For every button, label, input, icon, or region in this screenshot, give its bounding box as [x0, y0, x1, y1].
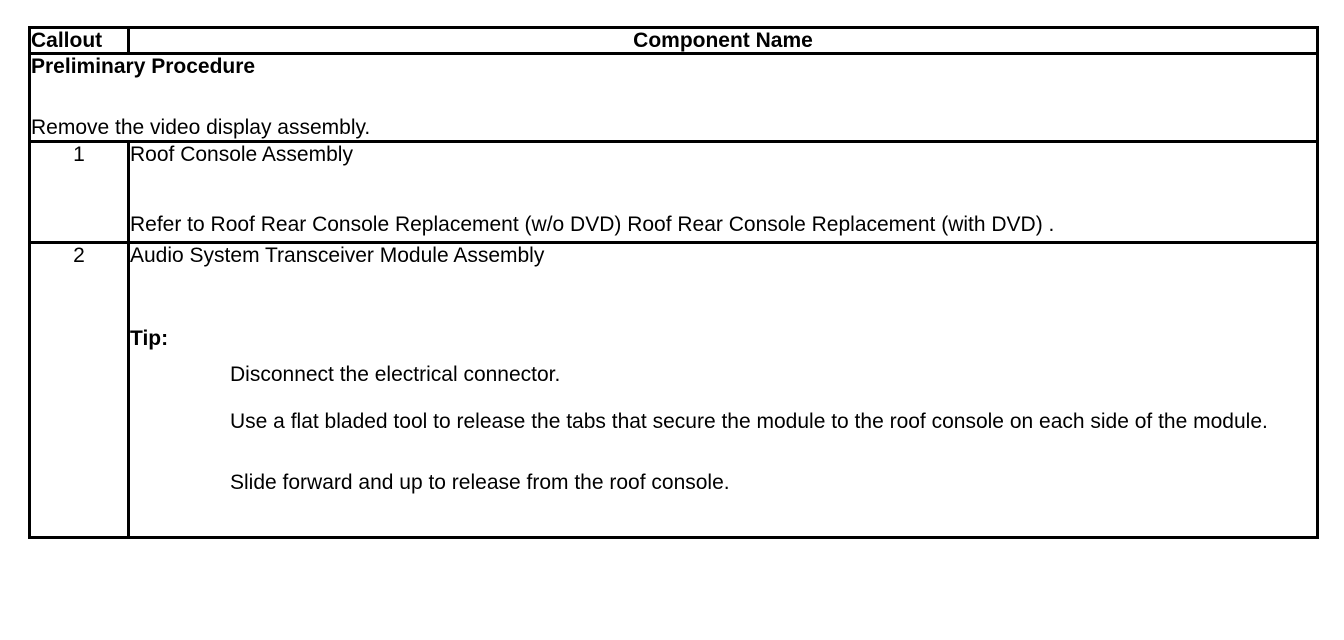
column-header-component-name: Component Name [127, 25, 1319, 56]
preliminary-procedure-title: Preliminary Procedure [31, 55, 256, 79]
component-name-1: Roof Console Assembly [130, 143, 353, 167]
table-header-row: Callout Component Name [28, 25, 1319, 56]
preliminary-procedure-row: Preliminary Procedure Remove the video d… [28, 52, 1319, 144]
tip-item: Slide forward and up to release from the… [230, 470, 730, 494]
component-description-2: Audio System Transceiver Module Assembly… [127, 240, 1319, 539]
tip-item: Use a flat bladed tool to release the ta… [230, 410, 1268, 434]
tip-list: Disconnect the electrical connector. Use… [130, 363, 1316, 495]
callout-number-1: 1 [28, 140, 130, 244]
component-name-2: Audio System Transceiver Module Assembly [130, 243, 545, 267]
table-row: 1 Roof Console Assembly Refer to Roof Re… [28, 140, 1319, 244]
component-reference-link-1[interactable]: Refer to Roof Rear Console Replacement (… [130, 213, 1055, 237]
preliminary-procedure-cell: Preliminary Procedure Remove the video d… [28, 52, 1319, 144]
component-callout-table: Callout Component Name Preliminary Proce… [28, 25, 1319, 539]
table-row: 2 Audio System Transceiver Module Assemb… [28, 240, 1319, 539]
tip-item: Disconnect the electrical connector. [230, 363, 561, 387]
component-description-1: Roof Console Assembly Refer to Roof Rear… [127, 140, 1319, 244]
cell-bottom-spacer [130, 496, 1316, 536]
preliminary-procedure-text: Remove the video display assembly. [31, 116, 371, 140]
callout-number-2: 2 [28, 240, 130, 539]
column-header-callout: Callout [28, 25, 130, 56]
tip-label: Tip: [130, 326, 169, 350]
